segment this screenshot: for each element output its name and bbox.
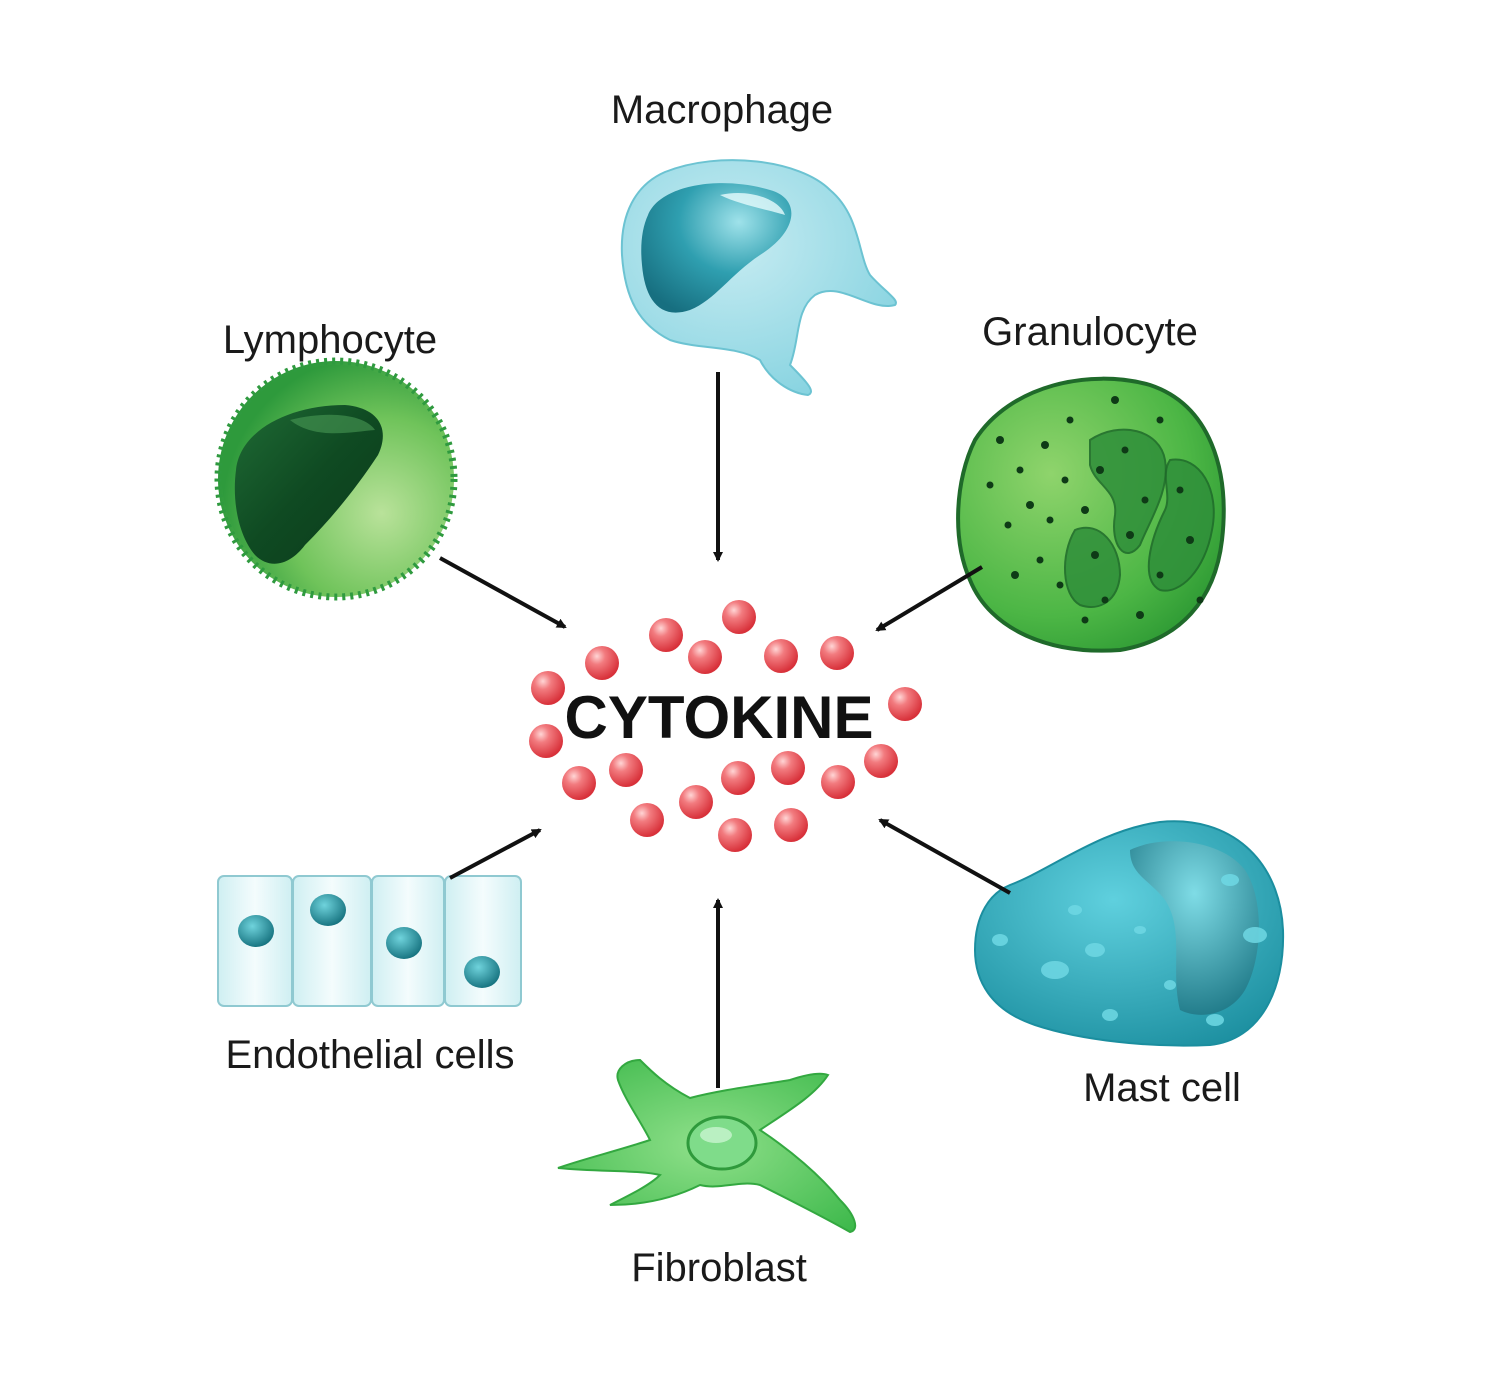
- cytokine-dot: [721, 761, 755, 795]
- cytokine-dot: [820, 636, 854, 670]
- cytokine-dot: [722, 600, 756, 634]
- cytokine-dot: [529, 724, 563, 758]
- macrophage-label: Macrophage: [611, 88, 833, 132]
- arrow-from-endothelial: [449, 828, 542, 880]
- macrophage-cell: [620, 159, 897, 397]
- cytokine-dot: [774, 808, 808, 842]
- arrow-from-lymphocyte: [439, 556, 567, 629]
- cytokine-dot: [679, 785, 713, 819]
- cytokine-dot: [821, 765, 855, 799]
- cytokine-dot: [585, 646, 619, 680]
- granulocyte-label: Granulocyte: [982, 310, 1198, 354]
- fibroblast-cell: [557, 1058, 857, 1234]
- cytokine-dot: [864, 744, 898, 778]
- endothelial-cells: [217, 875, 522, 1007]
- cytokine-dots: [529, 600, 922, 852]
- cytokine-dot: [609, 753, 643, 787]
- cytokine-dot: [718, 818, 752, 852]
- cytokine-dot: [531, 671, 565, 705]
- arrow-from-mast-cell: [878, 818, 1011, 895]
- cytokine-dot: [888, 687, 922, 721]
- arrows: [439, 372, 1011, 1088]
- granulocyte-cell: [956, 376, 1226, 653]
- cytokine-title: CYTOKINE: [565, 684, 874, 751]
- arrow-from-granulocyte: [875, 565, 984, 632]
- lymphocyte-cell: [214, 357, 458, 601]
- cytokine-dot: [771, 751, 805, 785]
- fibroblast-label: Fibroblast: [631, 1246, 807, 1290]
- cytokine-dot: [562, 766, 596, 800]
- endothelial-label: Endothelial cells: [225, 1033, 514, 1077]
- cytokine-dot: [630, 803, 664, 837]
- cytokine-dot: [764, 639, 798, 673]
- cytokine-dot: [688, 640, 722, 674]
- mast-cell: [973, 820, 1285, 1047]
- mast-cell-label: Mast cell: [1083, 1066, 1241, 1110]
- lymphocyte-label: Lymphocyte: [223, 318, 437, 362]
- cytokine-dot: [649, 618, 683, 652]
